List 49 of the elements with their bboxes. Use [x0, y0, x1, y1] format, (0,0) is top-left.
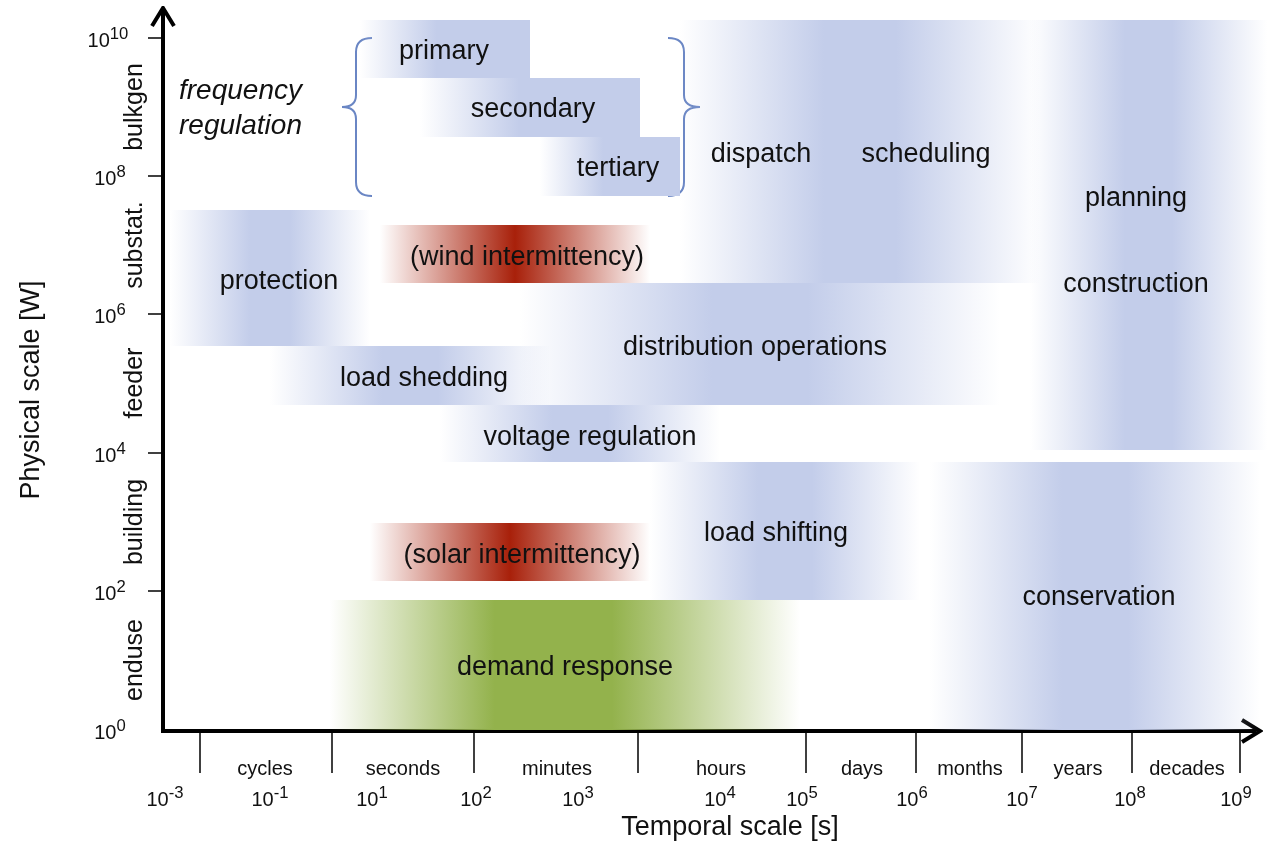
axis-title: Temporal scale [s]: [621, 810, 839, 842]
band-label: load shedding: [339, 361, 509, 393]
band-label: tertiary: [576, 151, 660, 183]
axis-category-label: hours: [696, 756, 746, 780]
tick-label: 10$^{-3}$: [146, 783, 184, 811]
tick-label: 10$^{1}$: [356, 783, 388, 811]
axis-category-label: substat.: [120, 201, 146, 289]
tick-label: 10$^{6}$: [896, 783, 928, 811]
tick-label: 10$^{-1}$: [251, 783, 289, 811]
tick-label: 10$^{4}$: [94, 439, 126, 467]
band-label: load shifting: [703, 516, 849, 548]
band-label: demand response: [456, 650, 674, 682]
axis-category-label: minutes: [522, 756, 592, 780]
tick-label: 10$^{6}$: [94, 300, 126, 328]
axis-title: Physical scale [W]: [16, 280, 44, 500]
axis-category-label: cycles: [237, 756, 293, 780]
shaded-band: [540, 137, 680, 196]
tick-label: 10$^{0}$: [94, 716, 126, 744]
axis-category-label: building: [120, 478, 146, 566]
tick-label: 10$^{8}$: [94, 162, 126, 190]
tick-label: 10$^{7}$: [1006, 783, 1038, 811]
axis-category-label: months: [937, 756, 1003, 780]
tick-label: 10$^{10}$: [87, 24, 129, 52]
tick-label: 10$^{2}$: [460, 783, 492, 811]
axis-category-label: years: [1053, 756, 1103, 780]
bracket-label: frequency regulation: [179, 73, 304, 142]
band-label: construction: [1063, 267, 1209, 299]
tick-label: 10$^{8}$: [1114, 783, 1146, 811]
band-label: planning: [1084, 181, 1188, 213]
axis-category-label: bulkgen: [120, 63, 146, 151]
band-label: secondary: [470, 92, 596, 124]
band-label: dispatch: [710, 137, 812, 169]
axis-category-label: feeder: [120, 347, 146, 419]
tick-label: 10$^{4}$: [704, 783, 736, 811]
axis-category-label: seconds: [365, 756, 441, 780]
band-label: scheduling: [861, 137, 991, 169]
tick-label: 10$^{2}$: [94, 577, 126, 605]
band-label: protection: [219, 264, 339, 296]
shaded-band: [360, 20, 530, 78]
band-label: voltage regulation: [483, 420, 697, 452]
axis-category-label: days: [840, 756, 884, 780]
band-label: primary: [399, 34, 489, 66]
axis-category-label: decades: [1149, 756, 1225, 780]
band-label: conservation: [1022, 580, 1176, 612]
tick-label: 10$^{3}$: [562, 783, 594, 811]
tick-label: 10$^{9}$: [1220, 783, 1252, 811]
band-label: distribution operations: [622, 330, 888, 362]
axis-category-label: enduse: [120, 619, 146, 701]
tick-label: 10$^{5}$: [786, 783, 818, 811]
